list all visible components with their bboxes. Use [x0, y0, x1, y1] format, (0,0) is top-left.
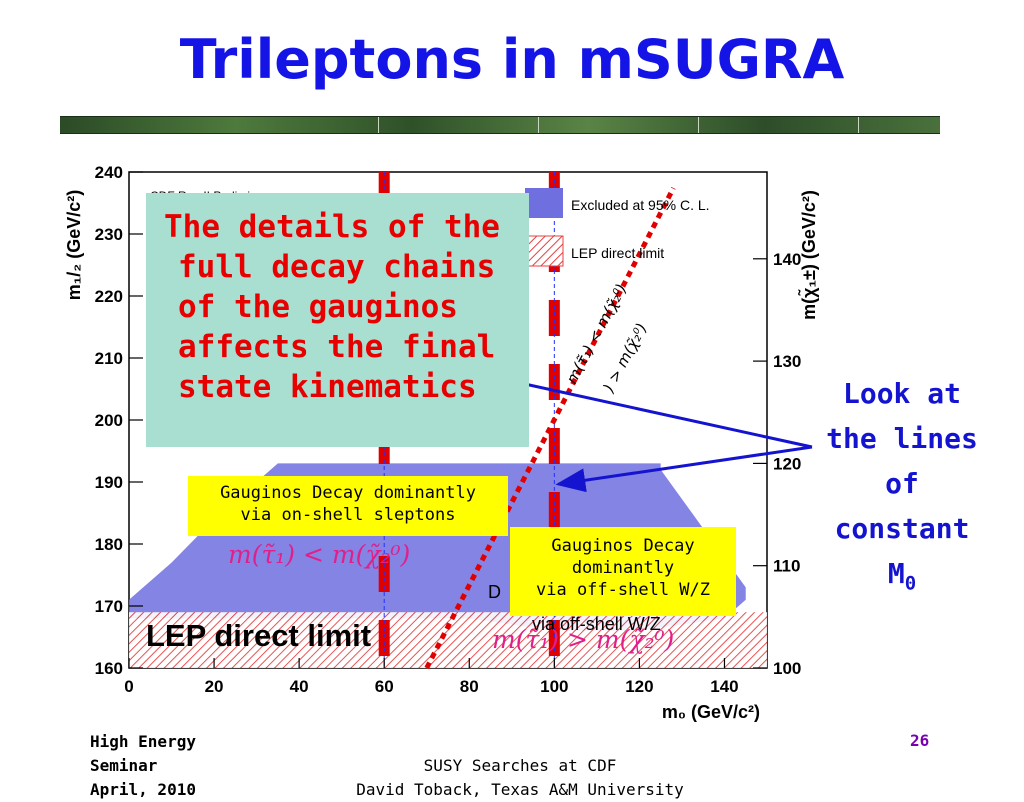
details-line: of the gauginos	[178, 289, 458, 325]
x-tick-label: 40	[290, 677, 309, 696]
legend-label-lep: LEP direct limit	[571, 245, 664, 261]
y-tick-label: 200	[95, 411, 123, 430]
x-tick-label: 100	[540, 677, 568, 696]
footer-left-line: Seminar	[90, 756, 158, 775]
on-shell-callout-box: Gauginos Decay dominantly via on-shell s…	[188, 476, 508, 536]
off-shell-line: dominantly	[571, 558, 675, 578]
page-number: 26	[910, 731, 930, 750]
details-line: The details of the	[164, 209, 500, 245]
y-tick-label: 190	[95, 473, 123, 492]
look-callout: Look at the lines of constant M0	[822, 371, 982, 607]
y-axis-label: m₁/₂ (GeV/c²)	[64, 190, 84, 300]
lep-direct-limit-label: LEP direct limit	[146, 618, 372, 653]
look-line: Look at	[842, 377, 961, 410]
diagonal-boundary-line	[424, 186, 676, 670]
on-shell-line: via on-shell sleptons	[240, 505, 456, 525]
legend-swatch-lep	[524, 235, 564, 267]
x-tick-label: 120	[625, 677, 653, 696]
details-line: affects the final	[178, 329, 496, 365]
y-tick-label: 170	[95, 597, 123, 616]
title-divider-bar	[60, 116, 940, 134]
footer-center-line: SUSY Searches at CDF	[423, 756, 617, 775]
y-tick-label: 210	[95, 349, 123, 368]
legend-label-excluded: Excluded at 95% C. L.	[571, 197, 710, 213]
y-tick-label: 180	[95, 535, 123, 554]
y2-tick-label: 100	[773, 659, 801, 678]
partial-bg-text: D	[488, 582, 501, 602]
x-tick-label: 80	[460, 677, 479, 696]
look-m: M	[887, 557, 905, 590]
y2-tick-label: 130	[773, 352, 801, 371]
mass-relation-low: m(τ̃₁) < m(χ̃₂⁰)	[228, 540, 411, 569]
footer-center: SUSY Searches at CDF David Toback, Texas…	[300, 754, 740, 802]
look-line: constant	[834, 512, 970, 545]
off-shell-line: via off-shell W/Z	[536, 580, 710, 600]
mass-relation-high: m(τ̃₁) > m(χ̃₂⁰)	[492, 625, 675, 654]
x-tick-label: 20	[205, 677, 224, 696]
x-tick-label: 140	[710, 677, 738, 696]
details-line: state kinematics	[178, 369, 477, 405]
y2-axis-label: m(χ̃₁±) (GeV/c²)	[797, 190, 819, 320]
look-line: the lines	[826, 422, 978, 455]
partial-bg-text: via off-shell W/Z	[532, 614, 661, 634]
footer-center-line: David Toback, Texas A&M University	[356, 780, 684, 799]
lep-region	[129, 612, 767, 668]
on-shell-line: Gauginos Decay dominantly	[220, 483, 476, 503]
x-axis-label: m₀ (GeV/c²)	[662, 702, 760, 722]
off-shell-callout-box: Gauginos Decay dominantly via off-shell …	[510, 527, 736, 616]
look-line-m0: M0	[822, 551, 982, 607]
off-shell-line: Gauginos Decay	[551, 536, 695, 556]
look-line: of	[885, 467, 919, 500]
callout-arrow	[555, 445, 813, 493]
y-tick-label: 240	[95, 163, 123, 182]
x-tick-label: 60	[375, 677, 394, 696]
footer-left: High Energy Seminar April, 2010	[90, 730, 196, 802]
details-line: full decay chains	[178, 249, 496, 285]
footer-left-line: High Energy	[90, 732, 196, 751]
y2-tick-label: 120	[773, 454, 801, 473]
legend-swatch-excluded	[525, 188, 563, 218]
slide-title: Trileptons in mSUGRA	[179, 28, 845, 91]
details-callout-box: The details of the full decay chains of …	[146, 193, 529, 447]
footer-left-line: April, 2010	[90, 780, 196, 799]
y2-tick-label: 110	[773, 557, 800, 576]
look-subscript: 0	[904, 572, 917, 595]
y-tick-label: 230	[95, 225, 123, 244]
y2-tick-label: 140	[773, 250, 801, 269]
y-tick-label: 220	[95, 287, 123, 306]
y-tick-label: 160	[95, 659, 123, 678]
x-tick-label: 0	[124, 677, 133, 696]
